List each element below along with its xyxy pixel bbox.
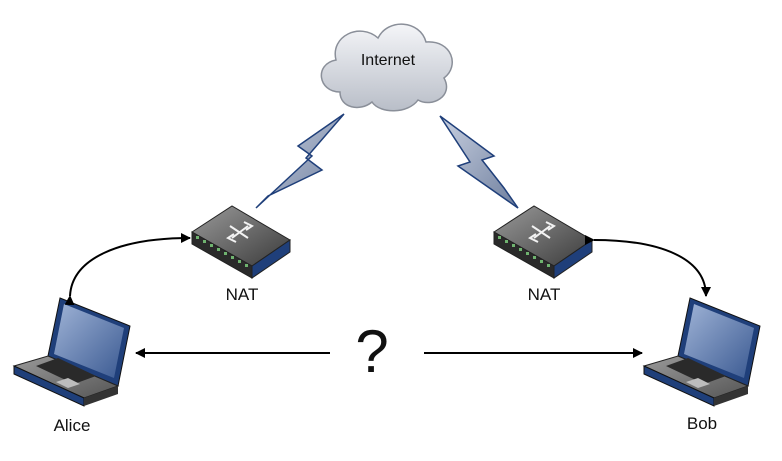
switch-icon — [493, 205, 593, 279]
link-bolt-right — [439, 115, 519, 209]
left-nat-label: NAT — [225, 285, 259, 304]
alice-nat-link — [64, 233, 191, 306]
question-mark: ? — [355, 318, 389, 385]
cloud-icon — [320, 23, 453, 112]
internet-label: Internet — [360, 52, 416, 69]
laptop-icon — [642, 297, 761, 407]
switch-icon — [191, 205, 291, 279]
bob-laptop — [642, 297, 761, 407]
bob-nat-link — [584, 234, 711, 297]
left-nat-device — [191, 205, 291, 279]
right-nat-device — [493, 205, 593, 279]
right-nat-label: NAT — [527, 285, 561, 304]
internet-cloud — [320, 23, 453, 112]
alice-laptop — [12, 297, 131, 407]
alice-label: Alice — [53, 416, 91, 435]
bob-label: Bob — [686, 414, 718, 433]
link-bolt-left — [255, 113, 345, 209]
laptop-icon — [12, 297, 131, 407]
